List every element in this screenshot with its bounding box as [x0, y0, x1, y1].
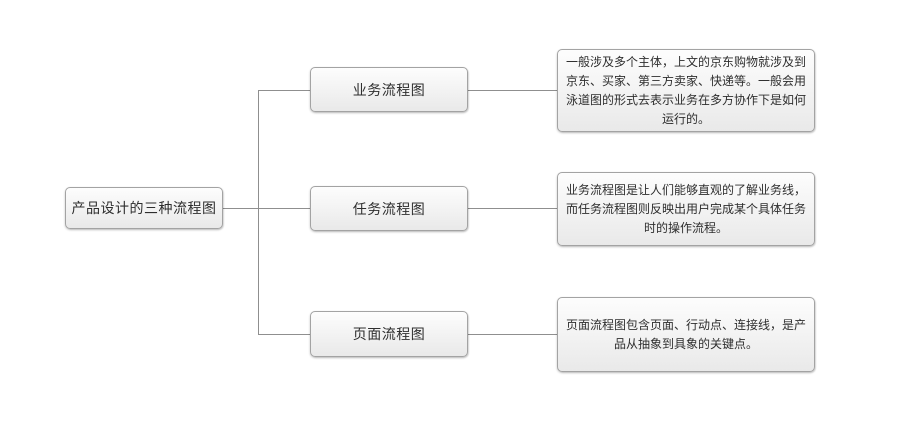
branch-node-business-flowchart[interactable]: 业务流程图	[310, 67, 468, 112]
connector-trunk-to-branch-3	[258, 334, 310, 335]
branch-node-page-flowchart[interactable]: 页面流程图	[310, 311, 468, 357]
connector-trunk-to-branch-1	[258, 90, 310, 91]
connector-branch-3-to-detail	[468, 334, 557, 335]
connector-branch-1-to-detail	[468, 90, 557, 91]
description-node-page-flowchart[interactable]: 页面流程图包含页面、行动点、连接线，是产品从抽象到具象的关键点。	[557, 297, 815, 372]
connector-root-to-trunk	[223, 208, 310, 209]
description-node-task-flowchart[interactable]: 业务流程图是让人们能够直观的了解业务线，而任务流程图则反映出用户完成某个具体任务…	[557, 172, 815, 246]
connector-branch-2-to-detail	[468, 208, 557, 209]
description-node-business-flowchart[interactable]: 一般涉及多个主体，上文的京东购物就涉及到京东、买家、第三方卖家、快递等。一般会用…	[557, 49, 815, 132]
connector-trunk-vertical	[258, 90, 259, 335]
branch-node-task-flowchart[interactable]: 任务流程图	[310, 186, 468, 231]
root-node-product-design-flowcharts[interactable]: 产品设计的三种流程图	[65, 187, 223, 229]
